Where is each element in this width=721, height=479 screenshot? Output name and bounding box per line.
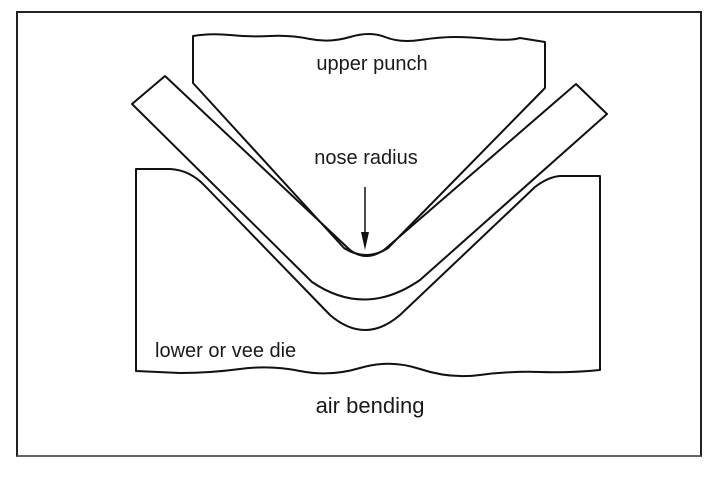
upper-punch — [192, 33, 546, 256]
nose-radius-label: nose radius — [314, 147, 417, 169]
nose-radius-arrow — [361, 187, 369, 250]
sheet-metal — [131, 75, 608, 301]
upper-punch-label: upper punch — [316, 53, 427, 75]
lower-vee-die — [135, 168, 601, 378]
figure-frame — [16, 11, 702, 457]
figure-caption: air bending — [316, 393, 425, 418]
lower-die-label: lower or vee die — [155, 340, 296, 362]
